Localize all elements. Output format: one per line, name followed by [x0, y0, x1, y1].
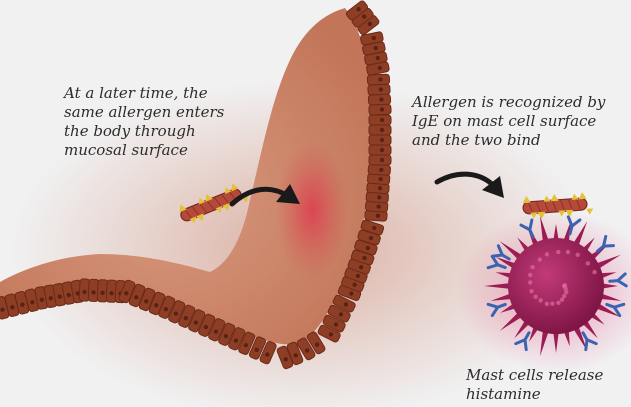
- epithelial-cell: [369, 135, 391, 145]
- epithelial-cell: [369, 155, 391, 165]
- epithelial-cell: [369, 115, 391, 125]
- epithelial-cell: [368, 84, 390, 95]
- caption-histamine-release: Mast cells release histamine: [466, 366, 631, 404]
- epithelial-cell: [369, 104, 391, 115]
- mast-cell-body: [508, 238, 604, 334]
- epithelial-cell: [369, 145, 391, 155]
- epithelial-cell: [367, 74, 389, 85]
- epithelial-cell: [369, 125, 391, 135]
- inflammation-patch: [276, 142, 348, 278]
- caption-allergen-enters: At a later time, the same allergen enter…: [64, 84, 264, 160]
- caption-ige-binding: Allergen is recognized by IgE on mast ce…: [412, 93, 630, 150]
- epithelial-cell: [368, 164, 391, 176]
- epithelial-cell: [368, 94, 390, 105]
